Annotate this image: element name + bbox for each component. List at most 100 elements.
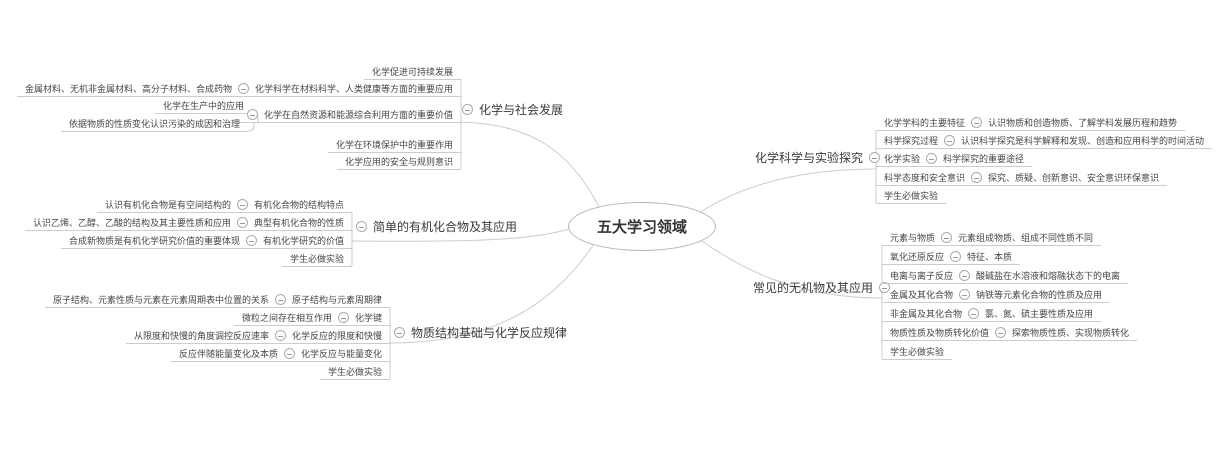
collapse-icon[interactable] — [274, 294, 286, 305]
child-label: 探索物质性质、实现物质转化 — [1012, 329, 1130, 339]
child-label: 金属材料、无机非金属材料、高分子材料、合成药物 — [24, 85, 232, 95]
child-label: 科学探究的重要途径 — [943, 155, 1025, 165]
subtopic-row[interactable]: 原子结构、元素性质与元素在元素周期表中位置的关系 原子结构与元素周期律 — [44, 292, 390, 308]
branch-label: 简单的有机化合物及其应用 — [373, 220, 518, 234]
collapse-icon[interactable] — [237, 83, 249, 94]
subtopic-row[interactable]: 反应伴随能量变化及本质 化学反应与能量变化 — [170, 346, 390, 362]
collapse-icon[interactable] — [236, 199, 248, 210]
subtopic-row[interactable]: 合成新物质是有机化学研究价值的重要体现 有机化学研究的价值 — [60, 233, 352, 249]
collapse-icon[interactable] — [971, 172, 983, 183]
subtopic-row[interactable]: 非金属及其化合物 氯、氮、硫主要性质及应用 — [882, 306, 1102, 322]
subtopic-row[interactable]: 化学实验 科学探究的重要途径 — [876, 151, 1033, 167]
subtopic-label: 化学在环境保护中的重要作用 — [335, 141, 453, 151]
branch-chemistry-and-society[interactable]: 化学与社会发展 — [462, 102, 563, 117]
collapse-icon[interactable] — [971, 117, 983, 128]
collapse-icon[interactable] — [245, 235, 257, 246]
subtopic-label: 化学学科的主要特征 — [884, 119, 966, 129]
subtopic-row[interactable]: 金属材料、无机非金属材料、高分子材料、合成药物 化学科学在材料科学、人类健康等方… — [16, 81, 461, 97]
collapse-icon[interactable] — [959, 270, 971, 281]
child-label: 化学在生产中的应用 — [162, 102, 244, 112]
branch-label: 物质结构基础与化学反应规律 — [411, 326, 568, 340]
subtopic-row[interactable]: 认识乙烯、乙醇、乙酸的结构及其主要性质和应用 典型有机化合物的性质 — [24, 215, 352, 231]
central-topic[interactable]: 五大学习领域 — [568, 202, 716, 251]
subtopic-label: 化学促进可持续发展 — [371, 68, 453, 78]
branch-label: 常见的无机物及其应用 — [753, 281, 874, 295]
collapse-icon[interactable] — [959, 289, 971, 300]
subtopic-row[interactable]: 学生必做实验 — [281, 251, 352, 267]
collapse-icon[interactable] — [246, 109, 258, 120]
subtopic-label: 电离与离子反应 — [890, 272, 954, 282]
subtopic-row[interactable]: 物质性质及物质转化价值 探索物质性质、实现物质转化 — [882, 325, 1138, 341]
subtopic-row[interactable]: 化学学科的主要特征 认识物质和创造物质、了解学科发展历程和趋势 — [876, 115, 1186, 131]
subtopic-row[interactable]: 化学在环境保护中的重要作用 — [327, 137, 461, 153]
collapse-icon[interactable] — [462, 104, 473, 115]
collapse-icon[interactable] — [283, 348, 295, 359]
subtopic-row[interactable]: 学生必做实验 — [882, 344, 953, 360]
subtopic-row[interactable]: 认识有机化合物是有空间结构的 有机化合物的结构特点 — [96, 197, 352, 213]
collapse-icon[interactable] — [944, 135, 956, 146]
collapse-icon[interactable] — [274, 330, 286, 341]
subtopic-label: 金属及其化合物 — [890, 291, 954, 301]
child-label: 氯、氮、硫主要性质及应用 — [985, 310, 1094, 320]
collapse-icon[interactable] — [869, 152, 881, 163]
collapse-icon[interactable] — [236, 217, 248, 228]
collapse-icon[interactable] — [356, 221, 367, 232]
subtopic-label: 学生必做实验 — [289, 255, 344, 265]
subtopic-label: 化学键 — [354, 314, 382, 324]
subtopic-label: 典型有机化合物的性质 — [253, 219, 344, 229]
collapse-icon[interactable] — [995, 327, 1007, 338]
subtopic-label: 非金属及其化合物 — [890, 310, 963, 320]
branch-structure-and-reactions[interactable]: 物质结构基础与化学反应规律 — [394, 325, 567, 340]
child-label: 特征、本质 — [967, 253, 1013, 263]
child-label: 元素组成物质、组成不同性质不同 — [958, 234, 1094, 244]
subtopic-row[interactable]: 电离与离子反应 酸碱盐在水溶液和熔融状态下的电离 — [882, 268, 1129, 284]
branch-organic-compounds[interactable]: 简单的有机化合物及其应用 — [356, 219, 517, 234]
child-label: 认识有机化合物是有空间结构的 — [104, 201, 231, 211]
subtopic-row[interactable]: 化学在自然资源和能源综合利用方面的重要价值 — [238, 107, 461, 123]
central-topic-label: 五大学习领域 — [596, 218, 687, 236]
subtopic-row[interactable]: 金属及其化合物 钠铁等元素化合物的性质及应用 — [882, 287, 1111, 303]
subtopic-label: 化学实验 — [884, 155, 921, 165]
subtopic-label: 化学反应与能量变化 — [300, 350, 382, 360]
child-label: 探究、质疑、创新意识、安全意识环保意识 — [988, 174, 1160, 184]
subtopic-label: 有机化合物的结构特点 — [253, 201, 344, 211]
collapse-icon[interactable] — [941, 232, 953, 243]
child-row[interactable]: 化学在生产中的应用 — [154, 98, 252, 114]
collapse-icon[interactable] — [950, 251, 962, 262]
subtopic-row[interactable]: 学生必做实验 — [876, 188, 947, 204]
subtopic-label: 化学应用的安全与规则意识 — [344, 158, 453, 168]
subtopic-row[interactable]: 科学探究过程 认识科学探究是科学解释和发现、创造和应用科学的时间活动 — [876, 133, 1213, 149]
subtopic-label: 化学在自然资源和能源综合利用方面的重要价值 — [263, 111, 453, 121]
subtopic-row[interactable]: 元素与物质 元素组成物质、组成不同性质不同 — [882, 230, 1102, 246]
child-row[interactable]: 依据物质的性质变化认识污染的成因和治理 — [60, 116, 248, 132]
branch-inorganic-substances[interactable]: 常见的无机物及其应用 — [753, 280, 891, 295]
branch-curve — [698, 238, 883, 299]
subtopic-label: 学生必做实验 — [884, 192, 939, 202]
collapse-icon[interactable] — [337, 312, 349, 323]
child-label: 依据物质的性质变化认识污染的成因和治理 — [68, 120, 240, 130]
child-label: 反应伴随能量变化及本质 — [178, 350, 278, 360]
child-label: 认识物质和创造物质、了解学科发展历程和趋势 — [988, 119, 1178, 129]
subtopic-row[interactable]: 科学态度和安全意识 探究、质疑、创新意识、安全意识环保意识 — [876, 170, 1168, 186]
collapse-icon[interactable] — [968, 308, 980, 319]
collapse-icon[interactable] — [926, 153, 938, 164]
child-label: 钠铁等元素化合物的性质及应用 — [976, 291, 1103, 301]
subtopic-label: 有机化学研究的价值 — [262, 237, 344, 247]
child-label: 认识科学探究是科学解释和发现、创造和应用科学的时间活动 — [961, 137, 1205, 147]
child-label: 认识乙烯、乙醇、乙酸的结构及其主要性质和应用 — [32, 219, 231, 229]
subtopic-row[interactable]: 氧化还原反应 特征、本质 — [882, 249, 1021, 265]
subtopic-label: 学生必做实验 — [890, 348, 945, 358]
collapse-icon[interactable] — [394, 327, 405, 338]
branch-science-and-experiment[interactable]: 化学科学与实验探究 — [755, 150, 881, 165]
subtopic-row[interactable]: 学生必做实验 — [319, 364, 390, 380]
subtopic-row[interactable]: 从限度和快慢的角度调控反应速率 化学反应的限度和快慢 — [125, 328, 390, 344]
subtopic-label: 氧化还原反应 — [890, 253, 945, 263]
subtopic-row[interactable]: 微粒之间存在相互作用 化学键 — [233, 310, 390, 326]
branch-label: 化学与社会发展 — [479, 103, 564, 117]
subtopic-row[interactable]: 化学应用的安全与规则意识 — [336, 154, 461, 170]
branch-curve — [351, 228, 570, 242]
subtopic-label: 化学反应的限度和快慢 — [291, 332, 382, 342]
collapse-icon[interactable] — [879, 282, 891, 293]
subtopic-row[interactable]: 化学促进可持续发展 — [363, 64, 461, 80]
